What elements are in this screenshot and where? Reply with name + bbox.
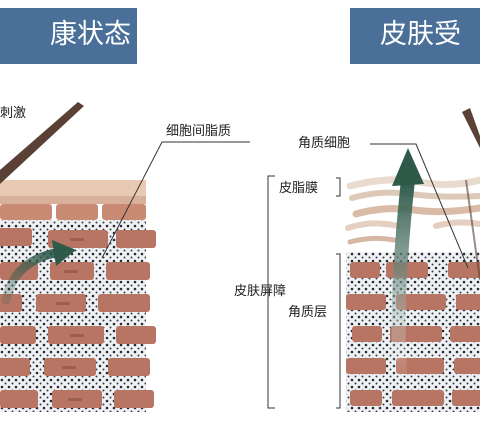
sebum-strip <box>0 180 146 196</box>
left-panel-title: 康状态 <box>0 8 137 64</box>
label-corneocyte: 角质细胞 <box>298 136 351 151</box>
deflect-arrow-head <box>52 240 76 266</box>
label-skin-barrier: 皮肤屏障 <box>234 284 287 299</box>
label-stimulus: 刺激 <box>0 106 27 121</box>
lipid-leader-line <box>101 141 250 259</box>
damaged-skin-panel <box>267 108 480 412</box>
stimulus-stick <box>0 102 84 184</box>
label-intercellular-lipid: 细胞间脂质 <box>166 124 232 139</box>
label-sebum-film: 皮脂膜 <box>279 181 319 196</box>
label-stratum-corneum: 角质层 <box>288 305 328 320</box>
healthy-skin-panel <box>0 102 250 412</box>
penetration-arrow-head <box>392 148 424 186</box>
right-panel-title: 皮肤受 <box>350 8 480 64</box>
right-panel-title-text: 皮肤受 <box>380 19 461 50</box>
deflect-arrow <box>1 247 65 305</box>
left-panel-title-text: 康状态 <box>50 19 131 50</box>
stimulus-stick-right <box>462 108 480 148</box>
top-corneocyte-layer <box>0 204 146 220</box>
penetration-arrow <box>391 173 415 377</box>
layer-brackets <box>267 143 469 409</box>
